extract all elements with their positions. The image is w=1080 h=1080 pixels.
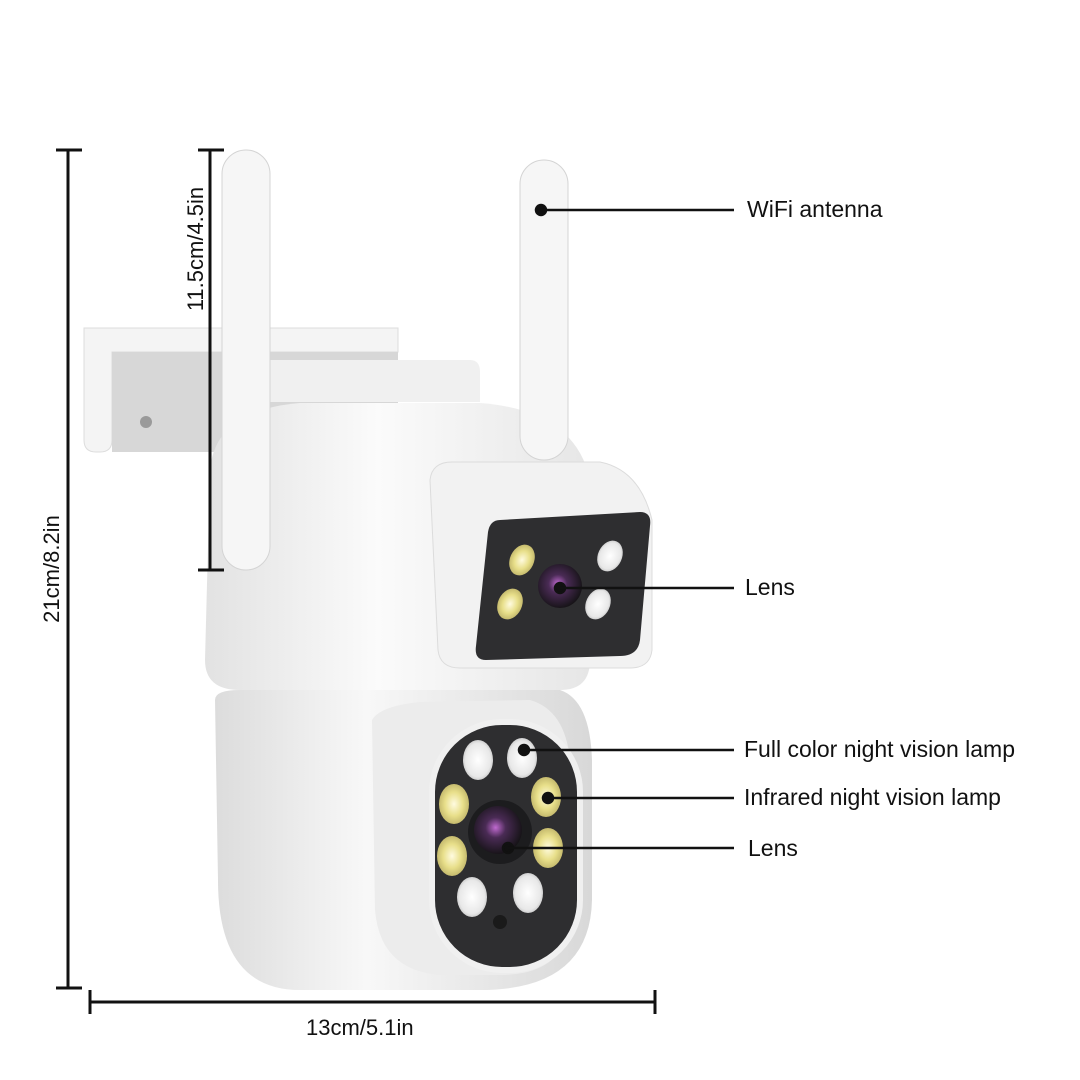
callout-wifi-antenna: WiFi antenna: [747, 196, 883, 222]
callout-lines: [501, 203, 734, 855]
antenna-right: [519, 159, 569, 461]
callout-infrared-lamp: Infrared night vision lamp: [744, 784, 1001, 810]
callout-upper-lens: Lens: [745, 574, 795, 600]
antenna-left: [221, 149, 271, 571]
height-total-label: 21cm/8.2in: [39, 515, 64, 623]
upper-camera-module: [429, 461, 653, 669]
callout-full-color-lamp: Full color night vision lamp: [744, 736, 1016, 762]
dimension-antenna-height: [198, 148, 224, 572]
antenna-height-label: 11.5cm/4.5in: [183, 186, 208, 312]
dimension-width: [88, 990, 657, 1014]
callout-lower-lens: Lens: [748, 835, 798, 861]
dimension-height-total: [56, 148, 82, 990]
width-label: 13cm/5.1in: [306, 1015, 414, 1040]
